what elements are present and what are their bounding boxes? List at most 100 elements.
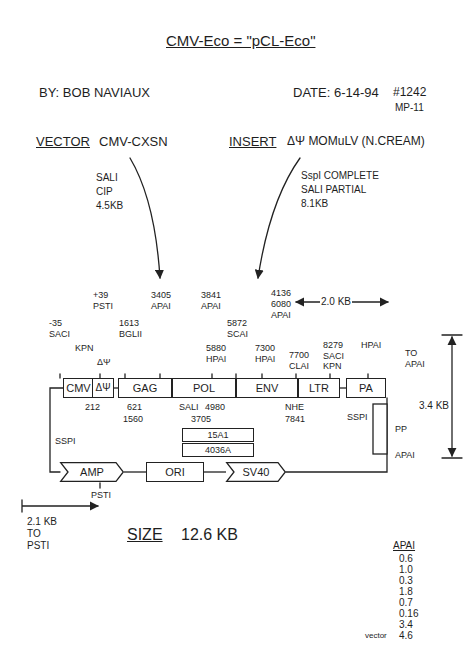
backbone-line bbox=[124, 471, 146, 472]
map-label: 3.4 bbox=[398, 619, 414, 631]
map-label: BGLII bbox=[118, 329, 143, 339]
segment-label: POL bbox=[193, 382, 215, 395]
map-label: APAI bbox=[394, 450, 416, 460]
map-label: CMV-CXSN bbox=[98, 135, 169, 150]
gene-segment: GAG bbox=[118, 378, 172, 398]
map-label: 1560 bbox=[122, 414, 144, 424]
segment-label: PA bbox=[359, 382, 373, 395]
arrow-outline bbox=[61, 463, 124, 482]
map-label: SIZE bbox=[126, 526, 164, 544]
map-label: SACI bbox=[322, 351, 345, 361]
map-label: HPAI bbox=[360, 340, 382, 350]
gene-segment: ORI bbox=[146, 462, 204, 482]
map-label: 12.6 KB bbox=[180, 526, 239, 544]
map-label: 4.5KB bbox=[95, 200, 124, 212]
segment-label: 4036A bbox=[205, 445, 231, 455]
map-label: APAI bbox=[392, 540, 416, 552]
gene-arrow: AMP bbox=[60, 462, 124, 482]
map-label: HPAI bbox=[254, 354, 276, 364]
map-label: ΔΨ MOMuLV (N.CREAM) bbox=[286, 135, 426, 149]
dimension-line bbox=[22, 500, 98, 512]
map-label: SCAI bbox=[226, 329, 249, 339]
map-label: SALI PARTIAL bbox=[300, 184, 367, 196]
segment-label: GAG bbox=[133, 382, 157, 395]
segment-label: 15A1 bbox=[207, 430, 228, 440]
map-label: SspI COMPLETE bbox=[300, 170, 380, 182]
map-label: #1242 bbox=[392, 86, 427, 100]
map-label: 4.6 bbox=[398, 630, 414, 642]
map-label: 8279 bbox=[322, 340, 344, 350]
map-label: DATE: 6-14-94 bbox=[292, 86, 380, 101]
map-label: SACI bbox=[48, 329, 71, 339]
segment-label: ENV bbox=[256, 382, 279, 395]
backbone-left bbox=[50, 388, 63, 472]
map-label: SALI bbox=[95, 172, 119, 184]
map-label: 0.7 bbox=[398, 597, 414, 609]
site-tick bbox=[99, 483, 100, 488]
map-label: 0.6 bbox=[398, 553, 414, 565]
map-label: CLAI bbox=[288, 361, 310, 371]
map-label: 2.0 KB bbox=[320, 296, 352, 308]
map-label: SSPI bbox=[346, 412, 369, 422]
map-label: PSTI bbox=[90, 490, 112, 500]
gene-segment: 4036A bbox=[182, 443, 254, 457]
vector-arrow bbox=[130, 158, 160, 278]
map-label: BY: BOB NAVIAUX bbox=[38, 86, 151, 101]
map-label: KPN bbox=[322, 361, 343, 371]
gene-segment: PA bbox=[346, 378, 386, 398]
gene-segment: LTR bbox=[298, 378, 340, 398]
map-label: 5880 bbox=[205, 343, 227, 353]
segment-label: SV40 bbox=[243, 466, 270, 479]
map-label: SSPI bbox=[54, 436, 77, 446]
map-label: VECTOR bbox=[35, 135, 91, 150]
map-label: APAI bbox=[404, 359, 426, 369]
segment-label: AMP bbox=[80, 466, 104, 479]
map-label: 1.0 bbox=[398, 564, 414, 576]
map-label: 621 bbox=[126, 402, 143, 412]
map-label: 7700 bbox=[288, 350, 310, 360]
map-label: 3841 bbox=[200, 290, 222, 300]
gene-arrow: SV40 bbox=[226, 462, 286, 482]
map-label: CIP bbox=[95, 186, 114, 198]
map-label: APAI bbox=[270, 310, 292, 320]
map-label: 212 bbox=[84, 402, 101, 412]
map-label: APAI bbox=[200, 301, 222, 311]
map-label: vector bbox=[364, 631, 388, 640]
map-label: 7300 bbox=[254, 343, 276, 353]
map-label: 2.1 KB bbox=[26, 516, 58, 528]
arrow-outline bbox=[227, 463, 286, 482]
map-label: 1.8 bbox=[398, 586, 414, 598]
map-label: 8.1KB bbox=[300, 198, 329, 210]
segment-label: ORI bbox=[165, 466, 185, 479]
title: CMV-Eco = "pCL-Eco" bbox=[165, 32, 316, 49]
map-label: PP bbox=[394, 424, 408, 434]
map-label: KPN bbox=[74, 343, 95, 353]
map-label: -35 bbox=[48, 318, 63, 328]
map-label: ΔΨ bbox=[96, 357, 112, 367]
dimension-line bbox=[451, 337, 452, 456]
map-label: HPAI bbox=[205, 354, 227, 364]
map-label: TO bbox=[26, 528, 42, 540]
map-label: 0.3 bbox=[398, 575, 414, 587]
map-label: APAI bbox=[150, 301, 172, 311]
map-label: 5872 bbox=[226, 318, 248, 328]
dimension-tick bbox=[442, 335, 462, 458]
gene-segment: POL bbox=[172, 378, 236, 398]
map-label: 0.16 bbox=[398, 608, 419, 620]
segment-label: ΔΨ bbox=[95, 382, 110, 394]
gene-segment: ENV bbox=[236, 378, 298, 398]
gene-segment: ΔΨ bbox=[92, 378, 114, 398]
promoter-box bbox=[373, 404, 387, 454]
map-label: MP-11 bbox=[394, 102, 425, 114]
map-label: SALI bbox=[178, 402, 200, 412]
backbone-line bbox=[204, 471, 226, 472]
map-label: 4136 bbox=[270, 288, 292, 298]
insert-arrow bbox=[258, 158, 300, 278]
gene-segment: CMV bbox=[63, 378, 94, 398]
map-label: NHE bbox=[284, 402, 305, 412]
map-label: 7841 bbox=[284, 414, 306, 424]
map-label: PSTI bbox=[26, 540, 50, 552]
map-label: 3705 bbox=[190, 414, 212, 424]
map-label: 3.4 KB bbox=[418, 400, 450, 412]
map-label: PSTI bbox=[92, 301, 114, 311]
